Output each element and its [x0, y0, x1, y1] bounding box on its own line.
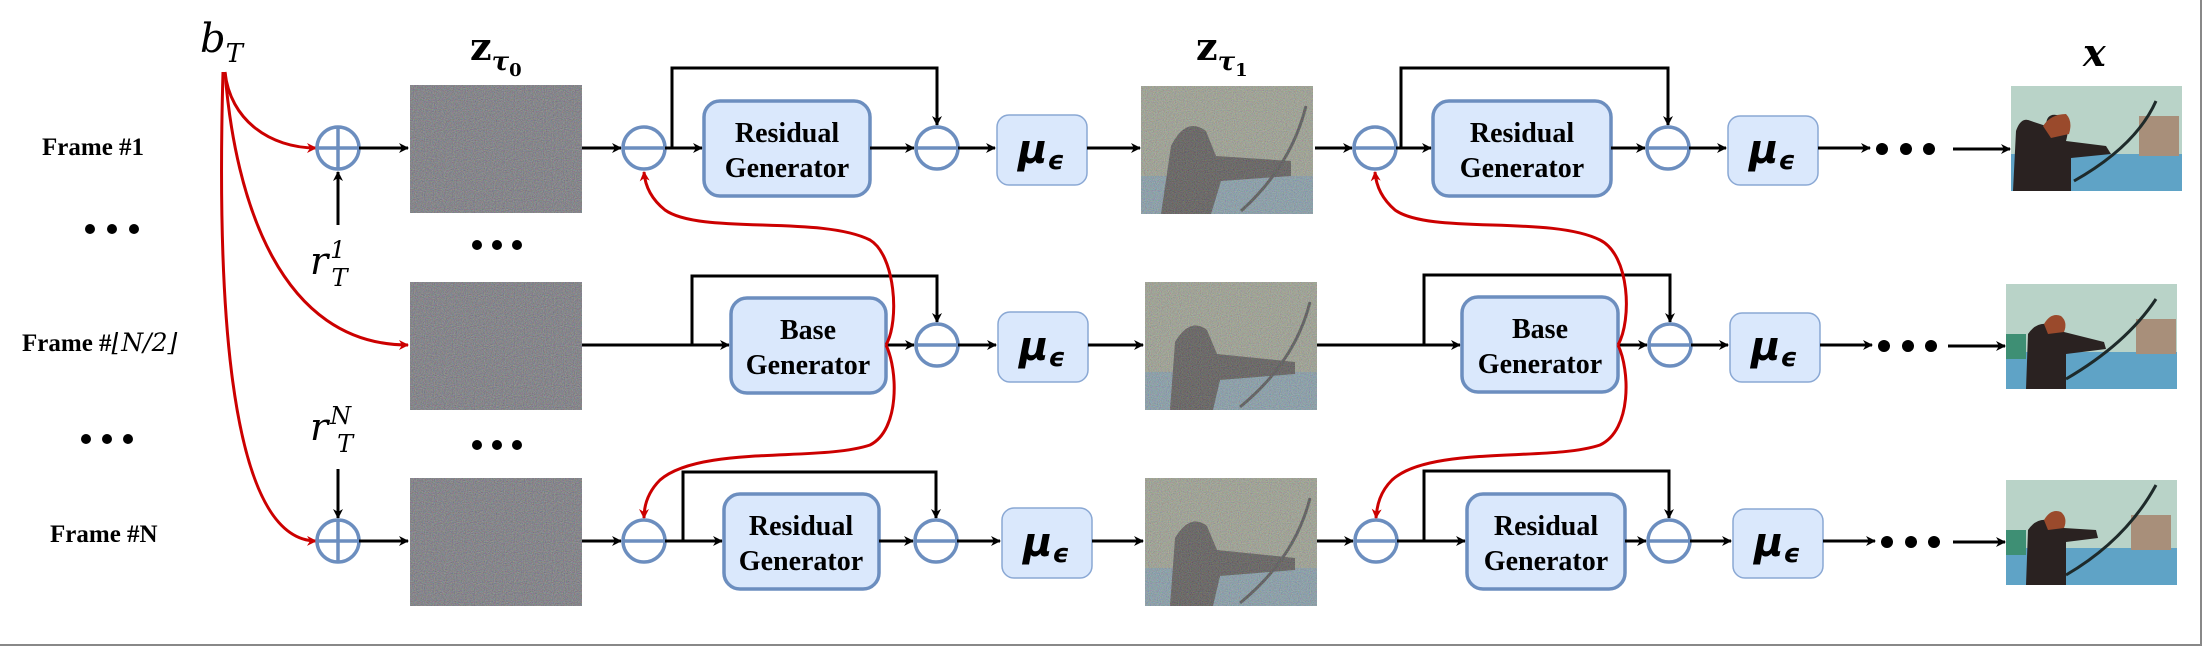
- skip-s2r3: [1422, 469, 1674, 541]
- base-noise-arrow-row3: [219, 71, 317, 546]
- minus-op-s1r1-out: [914, 125, 960, 171]
- base-noise-arrow-row1: [223, 71, 317, 153]
- plus-op-row3: [315, 518, 361, 564]
- svg-text:μϵ: μϵ: [1017, 324, 1065, 373]
- frame-label-mid: Frame #⌊N/2⌋: [22, 328, 178, 357]
- frame-label-n: Frame #N: [50, 521, 158, 548]
- svg-text:Generator: Generator: [1460, 153, 1584, 184]
- minus-op-s2r3-in: [1353, 518, 1399, 564]
- z-tau0-image-row1: [410, 85, 582, 213]
- base-generator-s1r2: Base Generator: [729, 296, 888, 395]
- mu-box-s2r2: μϵ: [1729, 312, 1821, 383]
- svg-text:Base: Base: [1512, 314, 1568, 345]
- ellipsis-s2r1: [1876, 143, 1935, 155]
- z-tau0-image-row2: [410, 282, 582, 410]
- z-tau1-image-row2: [1145, 282, 1317, 410]
- svg-text:Generator: Generator: [1484, 546, 1608, 577]
- mu-box-s1r2: μϵ: [997, 311, 1089, 383]
- ellipsis-left-2: [81, 434, 133, 444]
- ellipsis-z0: [472, 240, 522, 250]
- svg-text:Generator: Generator: [739, 546, 863, 577]
- z-tau1-image-row3: [1145, 478, 1317, 606]
- guidance-arrow-s1-up: [639, 171, 896, 346]
- svg-text:Residual: Residual: [1470, 118, 1574, 149]
- residual-generator-s1r3: Residual Generator: [722, 492, 881, 591]
- svg-text:Base: Base: [780, 315, 836, 346]
- guidance-arrow-s2-down: [1371, 344, 1628, 519]
- output-image-row3: [2006, 480, 2177, 585]
- svg-text:Generator: Generator: [746, 350, 870, 381]
- ellipsis-s2r3: [1881, 536, 1940, 548]
- residual-generator-s2r3: Residual Generator: [1465, 492, 1627, 591]
- minus-op-s1r3-out: [913, 518, 959, 564]
- skip-s1r1: [670, 66, 942, 148]
- frame-label-mid-prefix: Frame #: [22, 330, 112, 357]
- plus-op-row1: [315, 125, 361, 171]
- residual-generator-s1r1: Residual Generator: [702, 99, 872, 198]
- base-noise-label: bT: [200, 16, 245, 69]
- mu-box-s1r3: μϵ: [1001, 507, 1093, 579]
- output-image-row1: [2011, 86, 2182, 191]
- mu-box-s2r1: μϵ: [1727, 115, 1819, 186]
- z-tau1-image-row1: [1141, 86, 1313, 214]
- residual-generator-s2r1: Residual Generator: [1431, 99, 1613, 198]
- ellipsis-s2r2: [1878, 340, 1937, 352]
- svg-text:Generator: Generator: [725, 153, 849, 184]
- skip-s1r2: [690, 274, 942, 345]
- base-noise-arrow-row2: [223, 71, 409, 350]
- base-noise-arrows: [219, 71, 409, 546]
- z-tau1-label: zτ1: [1196, 24, 1248, 81]
- svg-text:Residual: Residual: [1494, 511, 1598, 542]
- minus-op-s2r1-in: [1352, 125, 1398, 171]
- skip-s2r2: [1422, 273, 1675, 345]
- base-generator-s2r2: Base Generator: [1460, 295, 1620, 394]
- z-tau0-image-row3: [410, 478, 582, 606]
- ellipsis-left-1: [85, 224, 139, 234]
- svg-text:μϵ: μϵ: [1747, 127, 1795, 176]
- svg-text:Residual: Residual: [735, 118, 839, 149]
- guidance-arrow-s2-up: [1370, 171, 1628, 346]
- svg-text:μϵ: μϵ: [1749, 324, 1797, 373]
- svg-text:μϵ: μϵ: [1021, 520, 1069, 569]
- svg-text:μϵ: μϵ: [1752, 520, 1800, 569]
- frame-label-mid-math: ⌊N/2⌋: [112, 328, 178, 357]
- svg-text:Residual: Residual: [749, 511, 853, 542]
- mu-box-s1r1: μϵ: [996, 114, 1088, 186]
- minus-op-s1r3-in: [621, 518, 667, 564]
- minus-op-s2r2-out: [1647, 322, 1693, 368]
- x-label: x: [2082, 30, 2107, 75]
- minus-op-s2r3-out: [1646, 518, 1692, 564]
- frame-label-1: Frame #1: [42, 134, 144, 161]
- mu-box-s2r3: μϵ: [1732, 508, 1824, 579]
- skip-s1r3: [681, 470, 941, 541]
- skip-s2r1: [1399, 66, 1673, 148]
- minus-op-s2r1-out: [1645, 125, 1691, 171]
- minus-op-s1r1-in: [621, 125, 667, 171]
- guidance-arrow-s1-down: [639, 344, 896, 519]
- output-image-row2: [2006, 284, 2177, 389]
- z-tau0-label: zτ0: [470, 24, 522, 81]
- ellipsis-z0-lower: [472, 440, 522, 450]
- svg-text:Generator: Generator: [1478, 349, 1602, 380]
- svg-text:μϵ: μϵ: [1016, 127, 1064, 176]
- minus-op-s1r2-out: [914, 322, 960, 368]
